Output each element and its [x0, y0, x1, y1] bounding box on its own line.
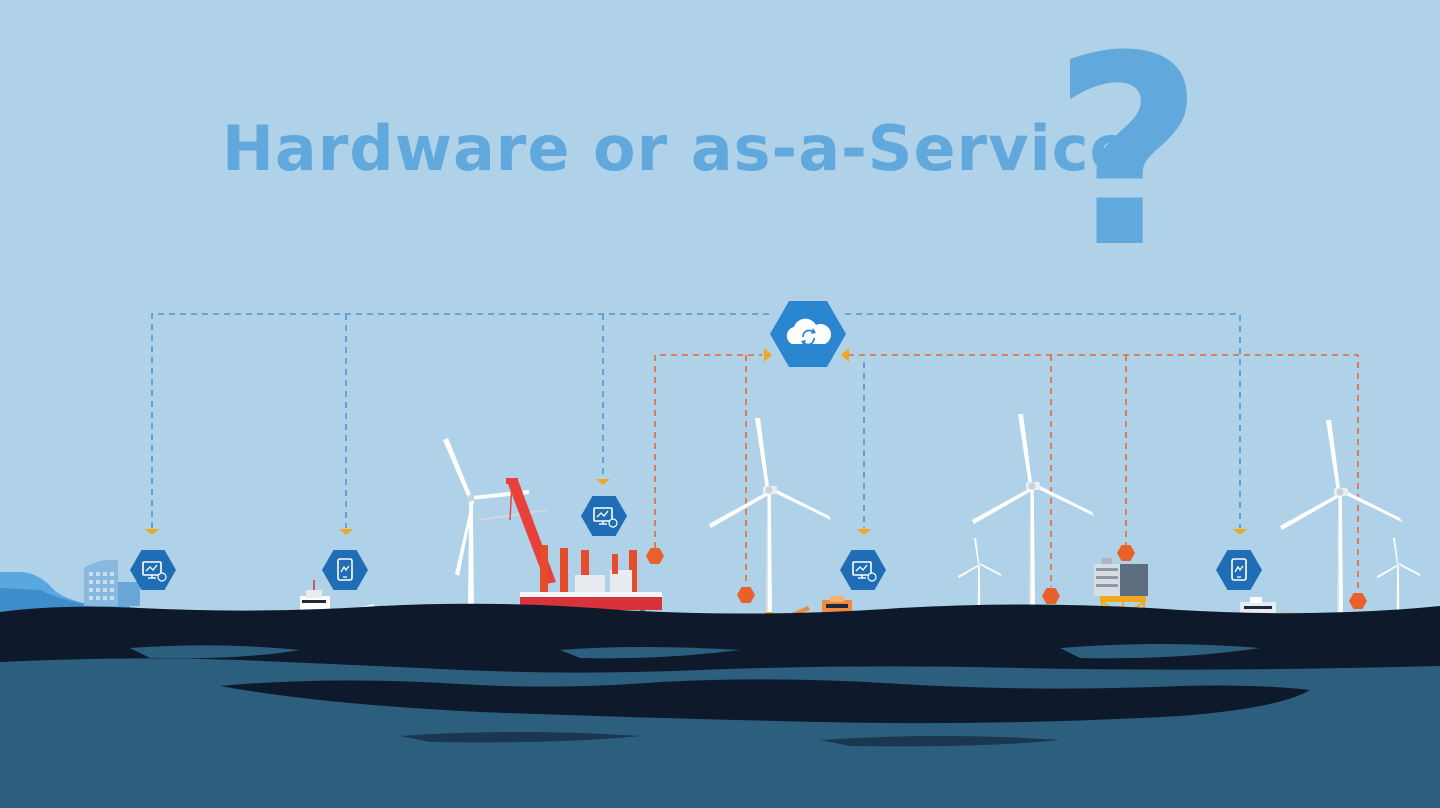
sensor-hexagon-icon[interactable]: [646, 548, 664, 564]
jackup-vessel: [477, 478, 662, 618]
sensor-hexagon-icon[interactable]: [1349, 593, 1367, 609]
cloud-sync-icon: [786, 318, 832, 346]
arrow-down-icon: [596, 479, 610, 485]
onshore-office-building: [84, 559, 140, 606]
crew-vessel-tablet-node[interactable]: [1215, 549, 1263, 591]
blue-link-lines: [151, 313, 1241, 528]
sea: [0, 603, 1440, 808]
service-vessel-monitor-node[interactable]: [839, 549, 887, 591]
sensor-hexagon-icon[interactable]: [737, 587, 755, 603]
hub-arrow-right: [841, 348, 849, 362]
supply-vessel-tablet-node[interactable]: [321, 549, 369, 591]
hub-arrow-left: [764, 348, 772, 362]
arrow-down-icon: [339, 529, 353, 535]
headline: Hardware or as-a-Service: [222, 112, 1133, 185]
sensor-hexagon-icon[interactable]: [1117, 545, 1135, 561]
wind-turbine: [443, 438, 529, 622]
wind-turbine: [972, 414, 1094, 622]
arrow-down-icon: [1233, 529, 1247, 535]
orange-link-lines: [654, 354, 1359, 592]
distant-turbine: [958, 538, 1001, 612]
question-mark: ?: [1052, 0, 1204, 305]
sensor-hexagon-icon[interactable]: [1042, 588, 1060, 604]
distant-turbine: [1377, 538, 1420, 612]
arrow-down-icon: [145, 529, 159, 535]
wind-turbine: [1280, 420, 1402, 628]
wind-turbine: [709, 418, 831, 626]
arrow-down-icon: [857, 529, 871, 535]
cloud-sync-hub[interactable]: [770, 301, 846, 367]
jackup-monitor-node[interactable]: [580, 495, 628, 537]
